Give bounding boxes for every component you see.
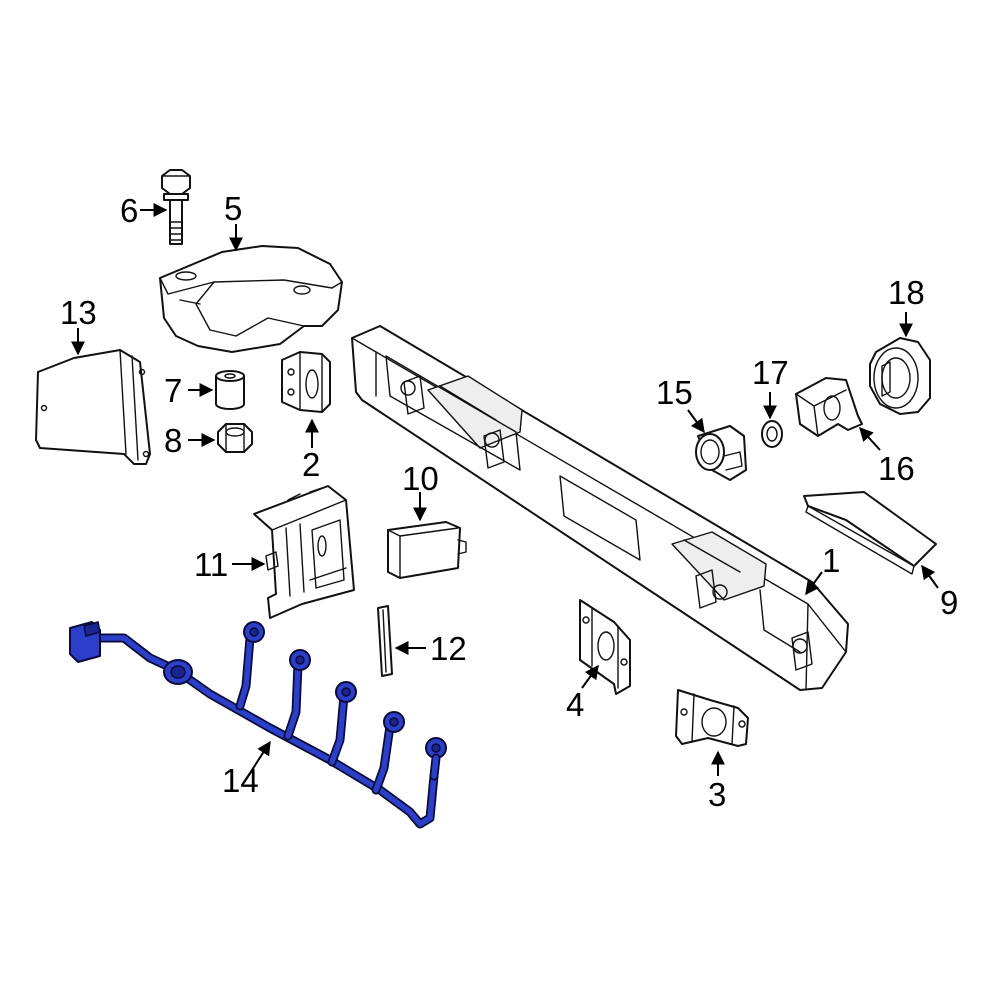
callout-16: 16	[878, 450, 915, 487]
callout-18: 18	[888, 274, 925, 311]
bolt-6[interactable]	[161, 169, 191, 245]
callout-10: 10	[402, 460, 439, 497]
sensor-housing-18[interactable]	[869, 337, 931, 415]
callout-7: 7	[164, 372, 182, 409]
shield-13[interactable]	[35, 349, 151, 465]
callout-13: 13	[60, 294, 97, 331]
bumper-reinforcement-beam[interactable]	[351, 325, 849, 691]
callout-3: 3	[708, 776, 726, 813]
sensor-bracket-16[interactable]	[795, 377, 863, 437]
callout-leaders	[71, 203, 939, 776]
callout-14: 14	[222, 762, 259, 799]
nut-8[interactable]	[217, 423, 253, 453]
callout-15: 15	[656, 374, 693, 411]
bracket-3[interactable]	[675, 689, 749, 747]
callout-11: 11	[194, 546, 228, 583]
callout-labels: 1 2 3 4 5 6 7 8 9 10 11 12 13 14 15 16 1…	[60, 190, 958, 813]
end-cap-5[interactable]	[159, 245, 343, 353]
grommet-17[interactable]	[761, 420, 783, 448]
callout-1: 1	[822, 542, 840, 579]
callout-5: 5	[224, 190, 242, 227]
step-pad-9[interactable]	[803, 491, 937, 575]
callout-4: 4	[566, 686, 584, 723]
spacer-7[interactable]	[215, 370, 245, 410]
callout-9: 9	[940, 584, 958, 621]
bracket-2[interactable]	[281, 351, 331, 413]
sensor-15[interactable]	[695, 425, 747, 481]
callout-17: 17	[752, 354, 789, 391]
callout-12: 12	[430, 630, 467, 667]
module-10[interactable]	[387, 521, 467, 579]
callout-6: 6	[120, 192, 138, 229]
bracket-4[interactable]	[579, 599, 631, 695]
trim-strip-12[interactable]	[377, 605, 393, 677]
callout-2: 2	[302, 446, 320, 483]
wiring-harness-14[interactable]	[69, 621, 447, 829]
mounting-bracket-11[interactable]	[253, 485, 355, 619]
callout-8: 8	[164, 422, 182, 459]
